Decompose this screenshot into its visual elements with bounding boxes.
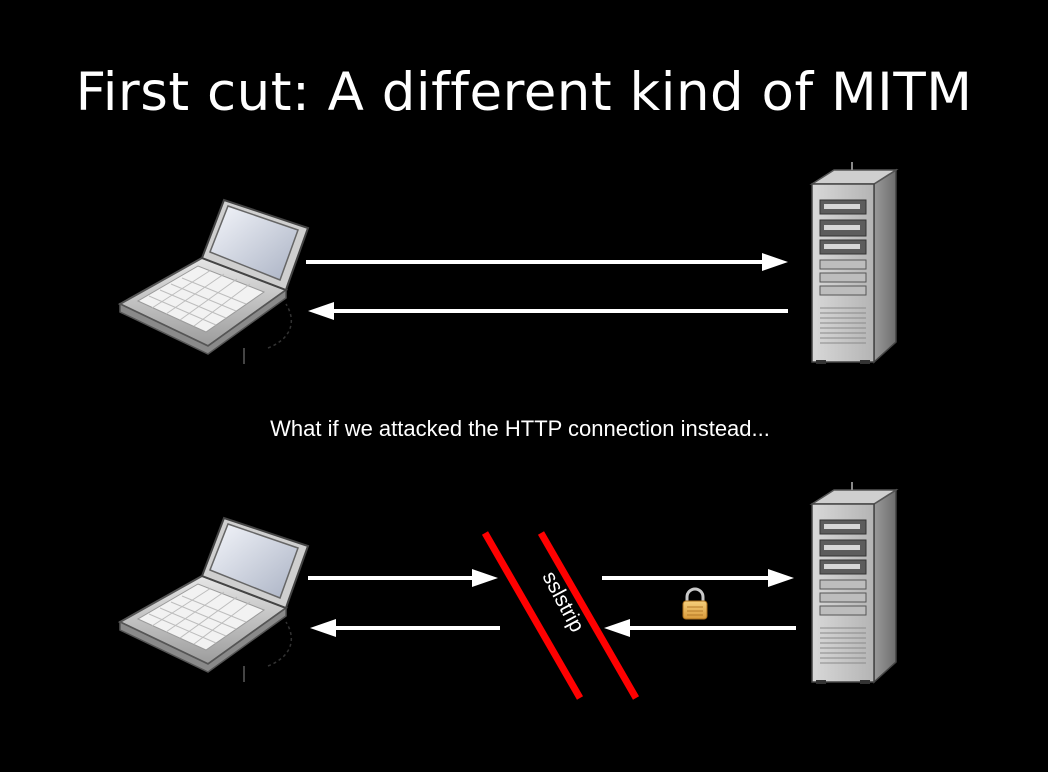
slide-title: First cut: A different kind of MITM xyxy=(75,62,973,123)
client-request-arrow xyxy=(308,569,498,587)
client-laptop-bottom xyxy=(119,517,309,683)
server-tower-top xyxy=(811,161,897,365)
request-arrow-top xyxy=(306,253,788,271)
strike-line-left xyxy=(481,531,584,700)
response-arrow-top xyxy=(308,302,788,320)
server-tower-bottom xyxy=(811,481,897,685)
client-laptop-top xyxy=(119,199,309,365)
strike-line-right xyxy=(537,531,640,700)
server-request-arrow xyxy=(602,569,794,587)
client-response-arrow xyxy=(310,619,500,637)
lock-icon xyxy=(682,587,708,620)
caption: What if we attacked the HTTP connection … xyxy=(270,416,770,441)
server-response-arrow xyxy=(604,619,796,637)
